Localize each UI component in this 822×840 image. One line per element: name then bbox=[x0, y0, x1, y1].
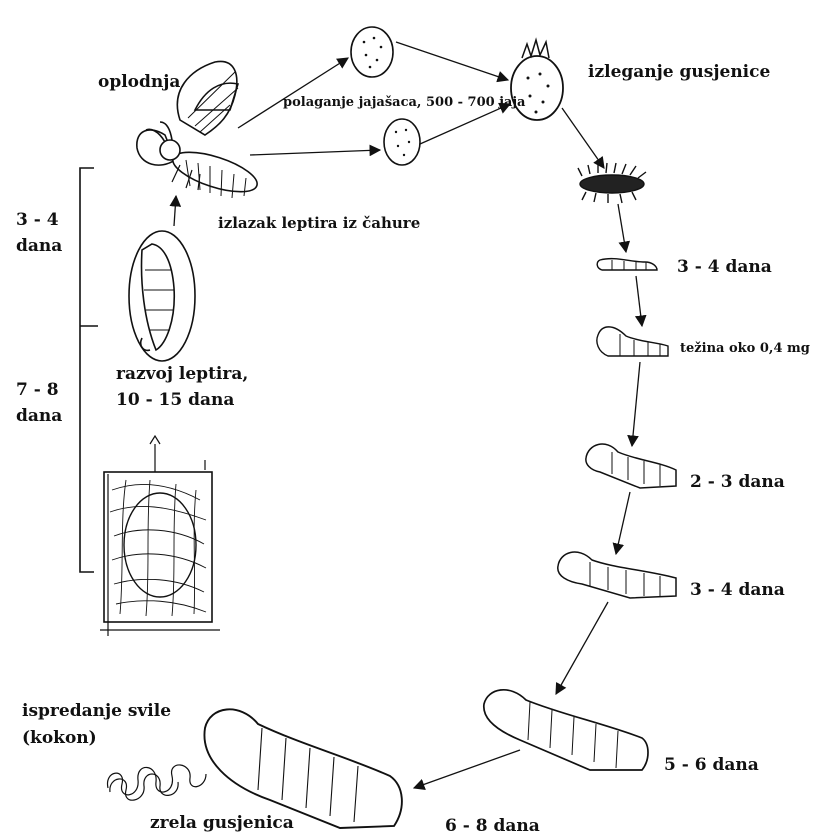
larva-stage-4 bbox=[558, 552, 676, 598]
label-stage-5-duration: 6 - 8 dana bbox=[445, 818, 540, 836]
larva-stage-1 bbox=[597, 259, 657, 270]
label-moth-development: razvoj leptira, bbox=[116, 366, 248, 384]
larva-stage-5 bbox=[484, 690, 648, 770]
mature-larva bbox=[204, 709, 401, 828]
label-bracket-bottom-unit: dana bbox=[16, 408, 62, 426]
label-mature-larva: zrela gusjenica bbox=[150, 815, 294, 833]
silk-thread-illustration bbox=[108, 765, 206, 800]
label-bracket-bottom-days: 7 - 8 bbox=[16, 382, 59, 400]
label-moth-development-days: 10 - 15 dana bbox=[116, 392, 234, 410]
label-fertilization: oplodnja bbox=[98, 74, 180, 92]
hatchling-larva bbox=[578, 163, 646, 203]
label-silk-spinning: ispredanje svile bbox=[22, 703, 171, 721]
larva-stage-3 bbox=[586, 444, 676, 488]
larva-stage-2 bbox=[597, 327, 668, 356]
label-stage-3-duration: 3 - 4 dana bbox=[690, 582, 785, 600]
label-cocoon: (kokon) bbox=[22, 730, 97, 748]
label-hatching: izleganje gusjenice bbox=[588, 64, 770, 82]
egg-lower bbox=[384, 119, 420, 165]
label-moth-emergence: izlazak leptira iz čahure bbox=[218, 216, 420, 232]
label-stage-1-duration: 3 - 4 dana bbox=[677, 259, 772, 277]
label-egg-laying: polaganje jajašaca, 500 - 700 jaja bbox=[283, 96, 525, 110]
label-stage-2-duration: 2 - 3 dana bbox=[690, 474, 785, 492]
pupa-illustration bbox=[129, 231, 195, 361]
label-stage-4-duration: 5 - 6 dana bbox=[664, 757, 759, 775]
egg-top bbox=[351, 27, 393, 77]
label-bracket-top-days: 3 - 4 bbox=[16, 212, 59, 230]
label-bracket-top-unit: dana bbox=[16, 238, 62, 256]
duration-bracket bbox=[80, 168, 98, 572]
label-weight: težina oko 0,4 mg bbox=[680, 342, 810, 356]
cocoon-in-frame-illustration bbox=[100, 436, 220, 636]
